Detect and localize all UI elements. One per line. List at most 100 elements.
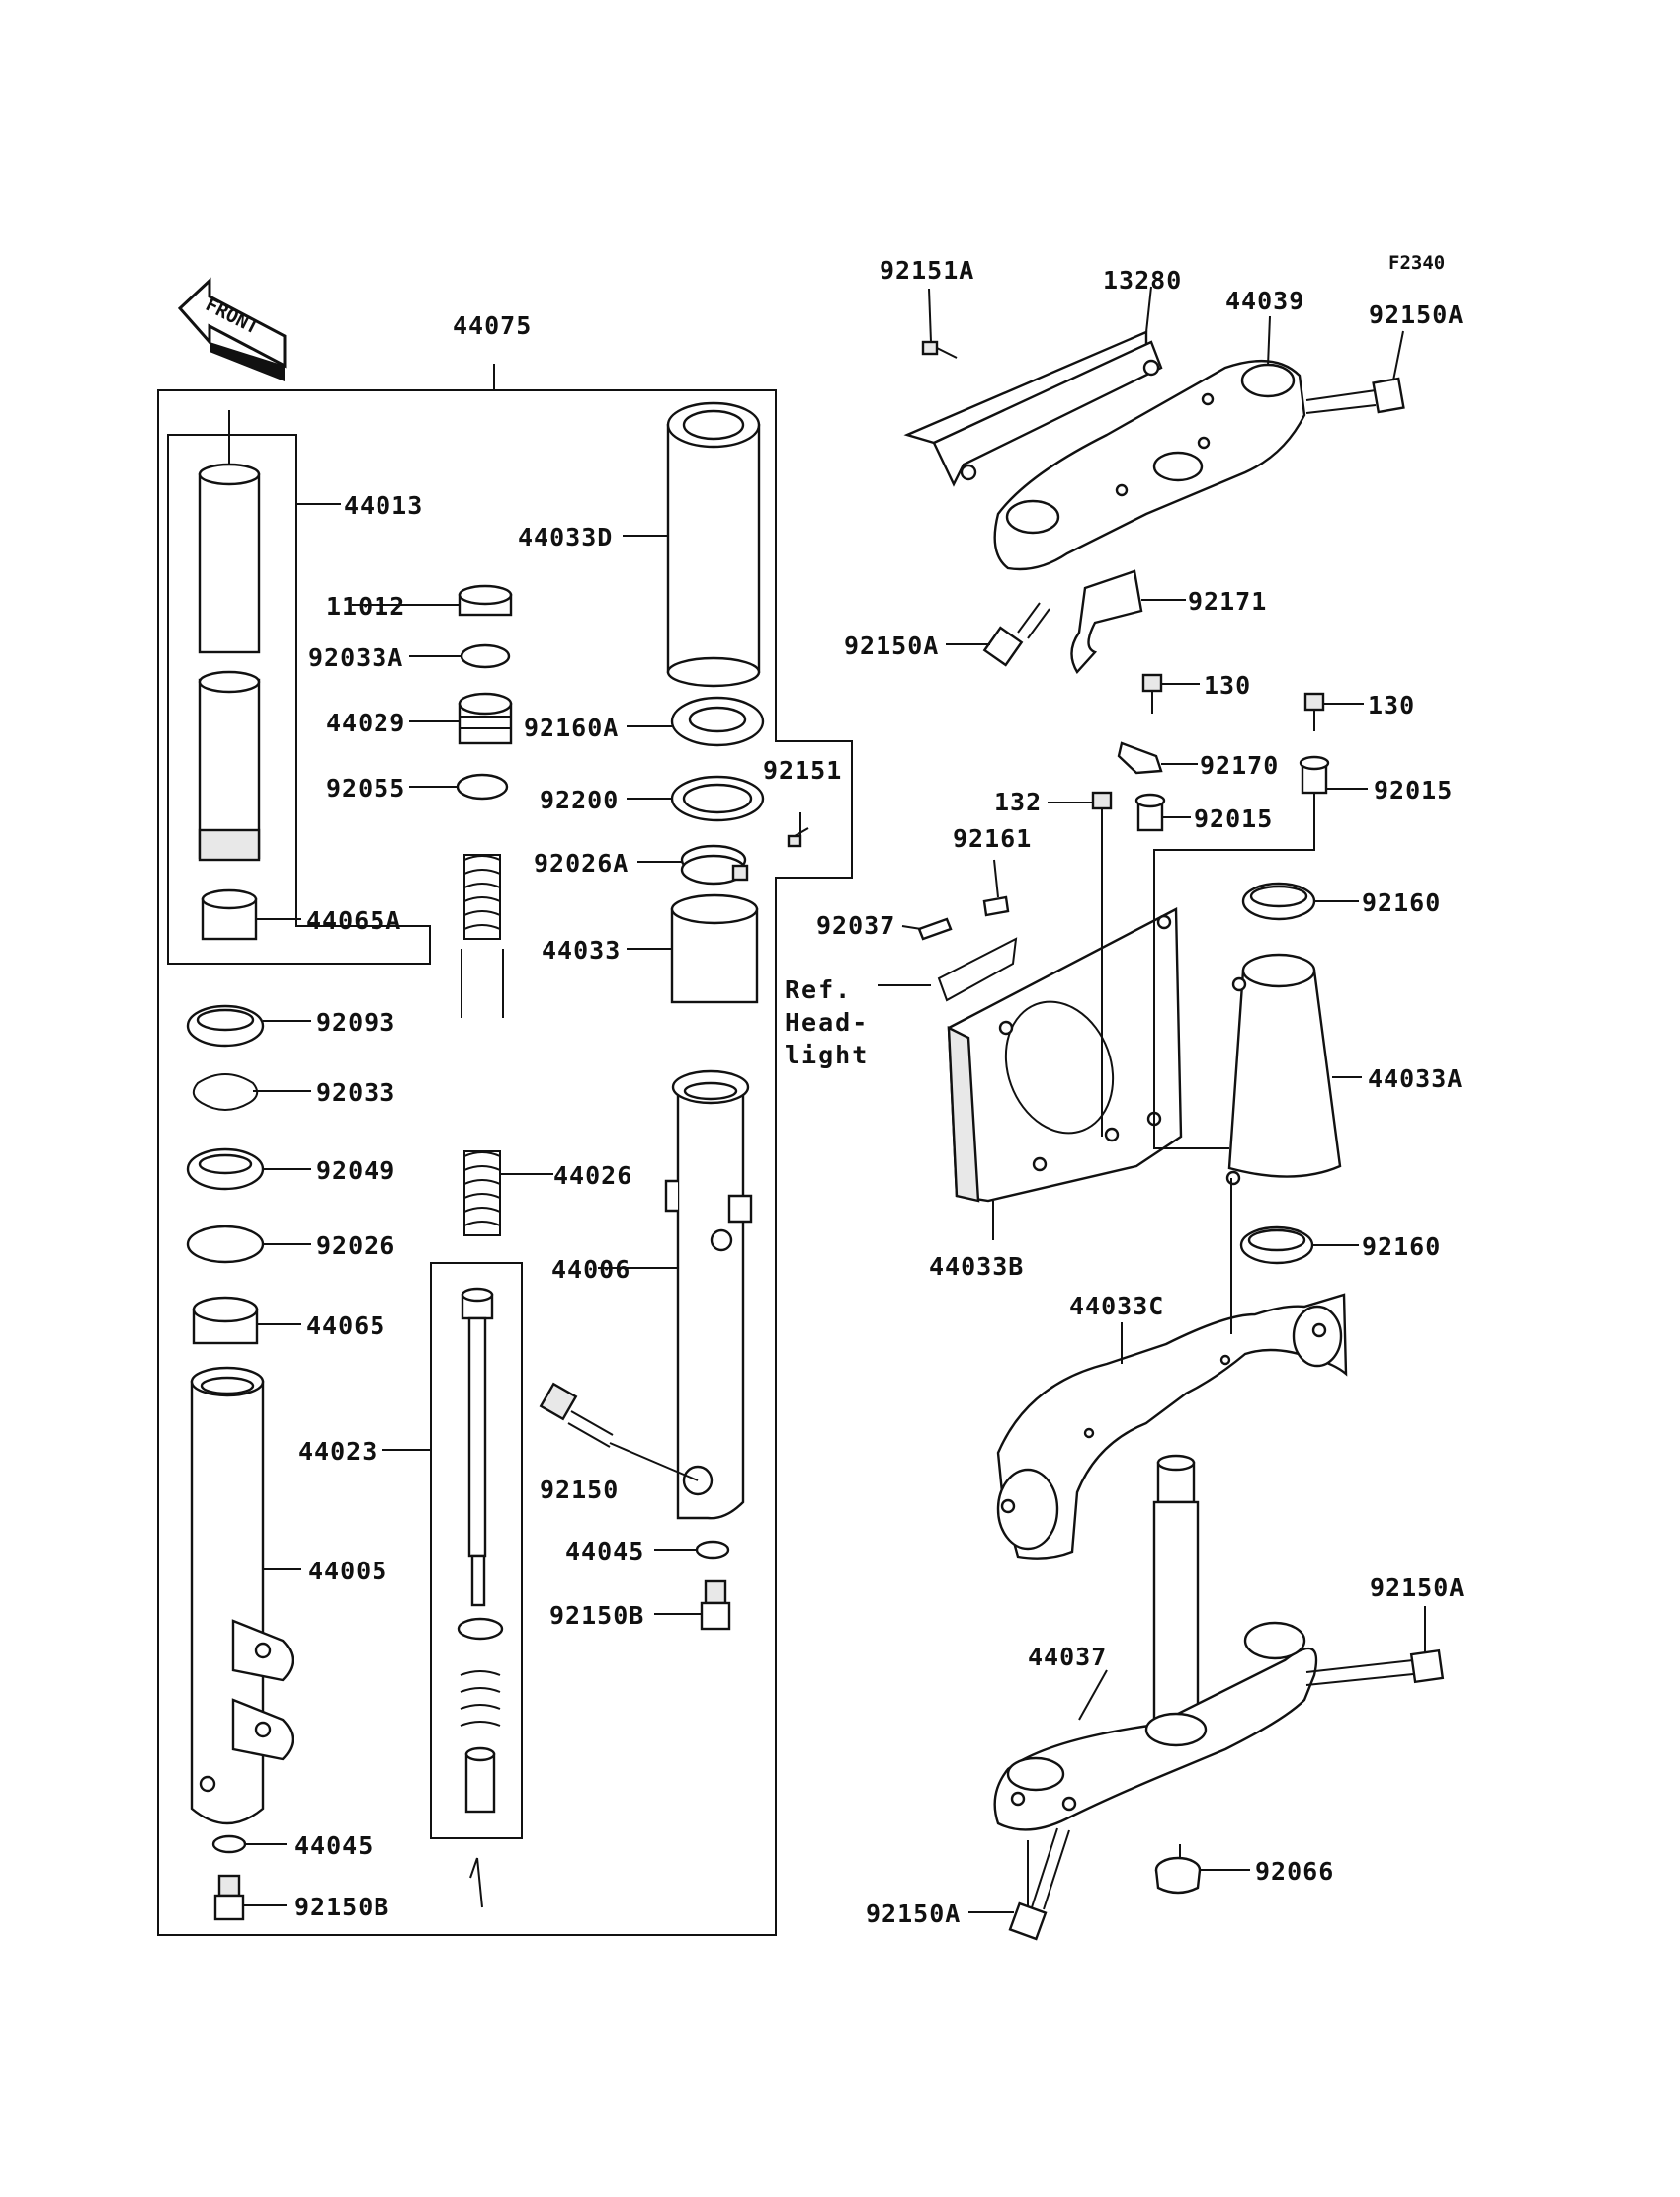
label-11012: 11012 (326, 592, 405, 621)
screw-92151 (787, 827, 809, 848)
label-92033a: 92033A (308, 643, 403, 672)
seal-92160-top (1241, 882, 1316, 921)
washer-92200 (670, 775, 765, 822)
upper-clamp-44039 (993, 359, 1306, 571)
label-92161: 92161 (953, 824, 1032, 853)
lower-cover-44033 (670, 893, 759, 1004)
ring-92033a (460, 643, 511, 669)
label-44039: 44039 (1225, 287, 1304, 315)
cover-44033a (1225, 953, 1342, 1186)
label-92160-bottom: 92160 (1362, 1232, 1441, 1261)
label-44033a: 44033A (1368, 1064, 1463, 1093)
damper-rod-44023 (457, 1287, 504, 1814)
bolt-92150a-topleft (982, 602, 1050, 667)
bolt-92150a-top (1305, 377, 1405, 414)
label-92026a: 92026A (534, 849, 629, 878)
collar-92015-a (1299, 755, 1330, 795)
clamp-92026a (680, 844, 749, 886)
inner-tube-upper (198, 463, 261, 862)
bolt-92150b-mid (700, 1579, 731, 1631)
bolt-92150b-left (213, 1874, 245, 1921)
label-44065a: 44065A (306, 906, 401, 935)
collar-92015-b (1134, 793, 1166, 832)
bolt-130-b (1303, 692, 1325, 731)
washer-92026 (186, 1225, 265, 1264)
label-92150a-right: 92150A (1370, 1573, 1465, 1602)
label-92150b-mid: 92150B (549, 1601, 644, 1630)
label-132: 132 (994, 788, 1042, 816)
bolt-92150 (539, 1382, 614, 1448)
headlight-housing-44033b (947, 907, 1183, 1203)
label-44023: 44023 (298, 1437, 378, 1466)
washer-44045-mid (695, 1540, 730, 1560)
label-92015-b: 92015 (1194, 804, 1273, 833)
label-44013: 44013 (344, 491, 423, 520)
cap-11012 (458, 584, 513, 617)
seal-92160-bottom (1239, 1225, 1314, 1265)
bottom-cover-44033c (996, 1293, 1348, 1560)
bracket-13280 (903, 330, 1163, 487)
reference-note-line3: light (785, 1041, 869, 1069)
front-fork-assembly (157, 364, 853, 1936)
label-92037: 92037 (816, 911, 895, 940)
label-44005: 44005 (308, 1557, 387, 1585)
upper-cover-44033d (666, 401, 761, 688)
diagram-code: F2340 (1388, 252, 1445, 274)
clip-92033 (192, 1073, 259, 1111)
bolt-92150a-right (1305, 1648, 1445, 1686)
label-92151: 92151 (763, 756, 842, 785)
outer-tube-44005 (190, 1366, 294, 1825)
label-92066: 92066 (1255, 1857, 1334, 1886)
label-92151a: 92151A (880, 256, 974, 285)
label-44045-left: 44045 (294, 1831, 374, 1860)
label-92150a-top: 92150A (1369, 300, 1464, 329)
clip-92037 (917, 917, 953, 941)
label-92026: 92026 (316, 1231, 395, 1260)
seal-92093 (186, 1004, 265, 1048)
steering-assembly (878, 286, 1445, 1941)
seal-92160a (670, 696, 765, 747)
label-44029: 44029 (326, 709, 405, 737)
seal-92049 (186, 1147, 265, 1191)
label-92055: 92055 (326, 774, 405, 803)
stem-44037 (993, 1454, 1318, 1831)
label-44026: 44026 (553, 1161, 632, 1190)
label-44033c: 44033C (1069, 1292, 1164, 1320)
label-92015-a: 92015 (1374, 776, 1453, 804)
spring-44026 (461, 854, 504, 1236)
label-130-b: 130 (1368, 691, 1415, 719)
label-92093: 92093 (316, 1008, 395, 1037)
label-44006: 44006 (551, 1255, 630, 1284)
bolt-132 (1091, 791, 1113, 828)
label-130-a: 130 (1204, 671, 1251, 700)
label-92150a-bottom: 92150A (866, 1900, 961, 1928)
label-44033b: 44033B (929, 1252, 1024, 1281)
label-44075: 44075 (453, 311, 532, 340)
bolt-92150a-bottom (1008, 1827, 1070, 1941)
screw-92151a (921, 340, 958, 359)
nut-92066 (1154, 1856, 1202, 1895)
label-44045-mid: 44045 (565, 1537, 644, 1565)
grommet-92161 (982, 895, 1010, 917)
front-arrow-icon: FRONT (177, 277, 287, 381)
label-92160-top: 92160 (1362, 888, 1441, 917)
bushing-44065a (201, 888, 258, 941)
label-44033d: 44033D (518, 523, 613, 551)
plug-44029 (458, 692, 513, 745)
bolt-130-a (1141, 673, 1163, 714)
label-92150a-topleft: 92150A (844, 632, 939, 660)
label-44065: 44065 (306, 1311, 385, 1340)
oring-92055 (456, 773, 509, 801)
label-13280: 13280 (1103, 266, 1182, 295)
label-92170: 92170 (1200, 751, 1279, 780)
washer-44045-left (211, 1834, 247, 1854)
reference-note-line1: Ref. (785, 975, 852, 1004)
bushing-44065 (192, 1296, 259, 1345)
clip-92170 (1117, 741, 1163, 775)
label-92171: 92171 (1188, 587, 1267, 616)
label-92033: 92033 (316, 1078, 395, 1107)
label-92150: 92150 (540, 1476, 619, 1504)
label-44037: 44037 (1028, 1643, 1107, 1671)
outer-tube-44006 (664, 1069, 753, 1520)
